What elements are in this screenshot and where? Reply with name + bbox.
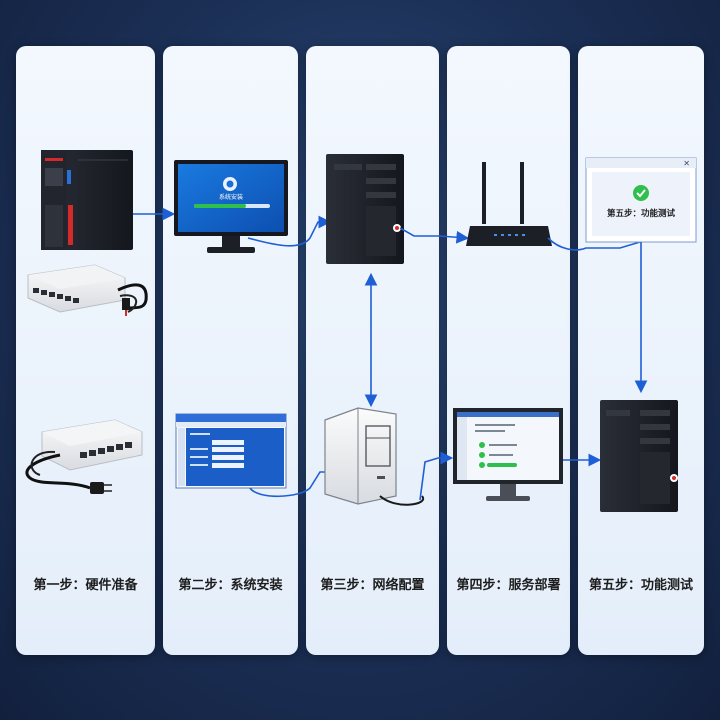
arrow-2-to-3	[247, 215, 332, 247]
white-pc-icon	[324, 407, 425, 506]
arrow-3-to-4	[399, 227, 470, 244]
test-server-icon	[600, 400, 678, 512]
network-switch-icon	[27, 264, 148, 316]
arrow-3-to-4-lower	[419, 451, 454, 501]
step-label-5: 第五步：功能测试	[588, 578, 693, 593]
step-panel-2: 第二步：系统安装	[163, 46, 298, 655]
step-panel-1: 第一步：硬件准备	[16, 46, 155, 655]
installer-window-icon	[175, 413, 287, 489]
tower-pc-icon	[41, 150, 133, 250]
step-label-1: 第一步：硬件准备	[33, 578, 138, 593]
router-icon	[466, 162, 552, 246]
server-tower-icon	[326, 154, 404, 264]
test-window-icon: ✕ 第五步：功能测试	[585, 157, 697, 243]
svg-text:✕: ✕	[683, 159, 690, 168]
monitor-icon: 系统安装	[174, 160, 288, 253]
step-label-4: 第四步：服务部署	[456, 578, 561, 593]
cable-router-to-window	[547, 237, 641, 251]
service-monitor-icon	[453, 408, 563, 501]
step-label-2: 第二步：系统安装	[178, 578, 283, 593]
step-panel-4: 第四步：服务部署	[447, 46, 570, 655]
monitor-screen-text: 系统安装	[219, 193, 243, 201]
step-label-3: 第三步：网络配置	[320, 578, 425, 593]
network-switch-icon-lower	[25, 419, 143, 494]
cable-installer-to-server	[249, 471, 328, 498]
test-window-text: 第五步：功能测试	[607, 208, 676, 219]
